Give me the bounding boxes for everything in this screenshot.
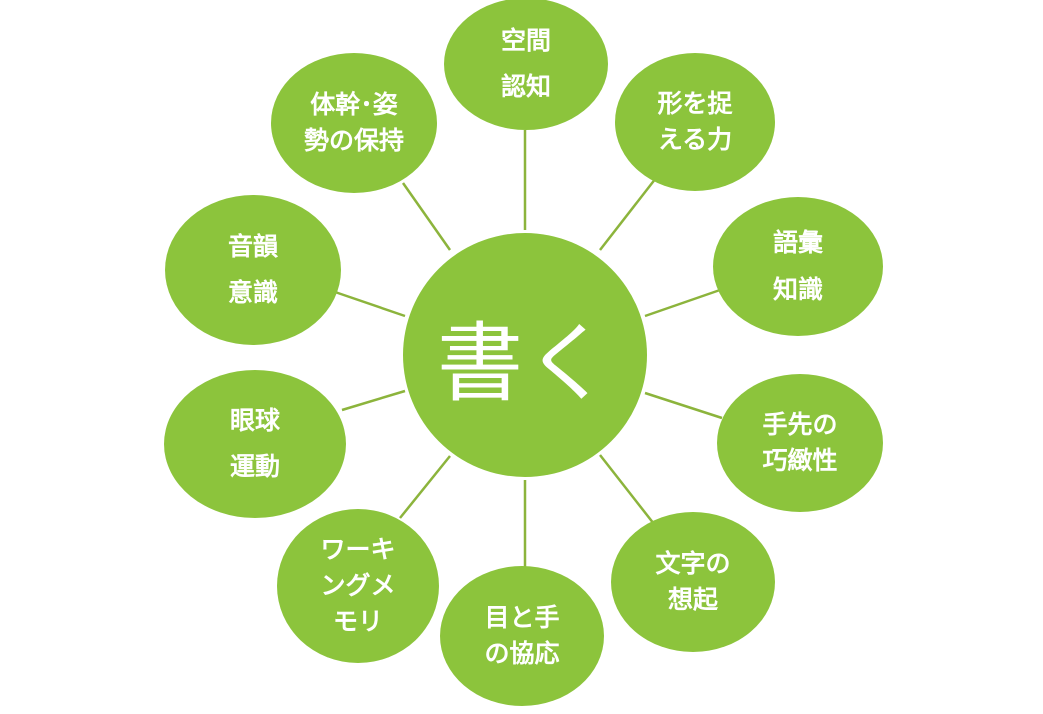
- node-working-memory: ワーキ ングメ モリ: [277, 509, 439, 663]
- node-eye-movement: 眼球 運動: [164, 370, 346, 518]
- connector-character-recall: [599, 454, 655, 525]
- node-shape-perception: 形を捉 える力: [615, 53, 775, 191]
- node-label: 形を捉 える力: [657, 88, 733, 154]
- connector-working-memory: [399, 455, 451, 519]
- node-label: 目と手 の協応: [484, 602, 560, 668]
- node-label: ワーキ ングメ モリ: [320, 534, 396, 637]
- node-character-recall: 文字の 想起: [611, 512, 775, 652]
- connector-finger-dexterity: [644, 391, 723, 420]
- connector-phonological-awareness: [334, 290, 406, 318]
- node-label: 空間 認知: [500, 25, 551, 101]
- node-label: 眼球 運動: [229, 405, 280, 481]
- node-phonological-awareness: 音韻 意識: [165, 195, 341, 345]
- node-posture-maintenance: 体幹･姿 勢の保持: [271, 53, 437, 193]
- node-label: 体幹･姿 勢の保持: [303, 89, 404, 155]
- connector-eye-movement: [341, 389, 406, 412]
- connector-vocabulary-knowledge: [644, 288, 721, 318]
- node-eye-hand-coordination: 目と手 の協応: [440, 566, 604, 706]
- node-label: 語彙 知識: [772, 228, 823, 304]
- node-finger-dexterity: 手先の 巧緻性: [717, 374, 883, 512]
- connector-posture-maintenance: [401, 182, 452, 251]
- node-spatial-cognition: 空間 認知: [444, 0, 608, 130]
- center-node-label: 書く: [437, 313, 613, 414]
- node-label: 音韻 意識: [227, 231, 278, 307]
- node-label: 手先の 巧緻性: [762, 409, 838, 475]
- node-label: 文字の 想起: [655, 548, 731, 614]
- connector-shape-perception: [599, 177, 657, 251]
- node-vocabulary-knowledge: 語彙 知識: [713, 197, 883, 336]
- center-node-writing: 書く: [403, 233, 647, 477]
